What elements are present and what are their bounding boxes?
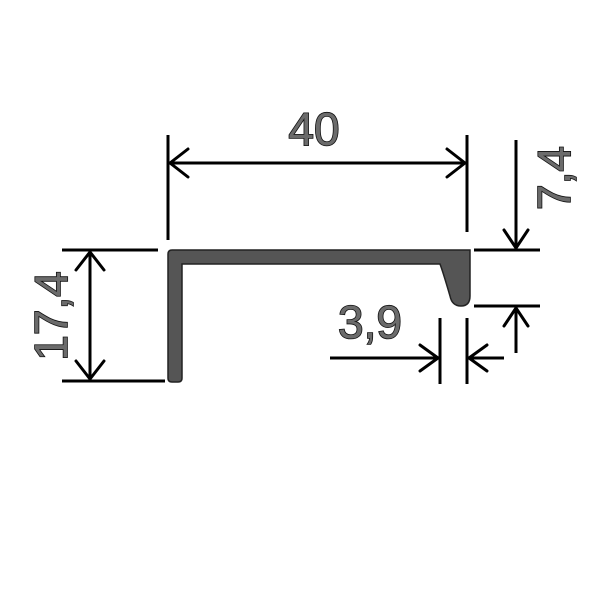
height-label: 17,4 xyxy=(25,271,77,361)
height-arrow-top xyxy=(74,250,106,272)
lip-height-label: 7,4 xyxy=(528,146,580,210)
lip-thickness-label: 3,9 xyxy=(338,296,402,348)
width-arrow-left xyxy=(168,147,190,179)
width-arrow-right xyxy=(445,147,467,179)
width-dimension: 40 xyxy=(166,102,469,240)
width-label: 40 xyxy=(288,103,339,155)
profile-shape xyxy=(167,249,471,383)
lip-arrow-upper xyxy=(502,228,530,250)
lip-thickness-dimension: 3,9 xyxy=(330,295,504,384)
thickness-arrow-right xyxy=(467,343,489,373)
thickness-arrow-left xyxy=(418,343,440,373)
height-arrow-bottom xyxy=(74,359,106,381)
lip-height-dimension: 7,4 xyxy=(474,140,581,353)
lip-arrow-lower xyxy=(502,306,530,328)
height-dimension: 17,4 xyxy=(24,248,165,383)
